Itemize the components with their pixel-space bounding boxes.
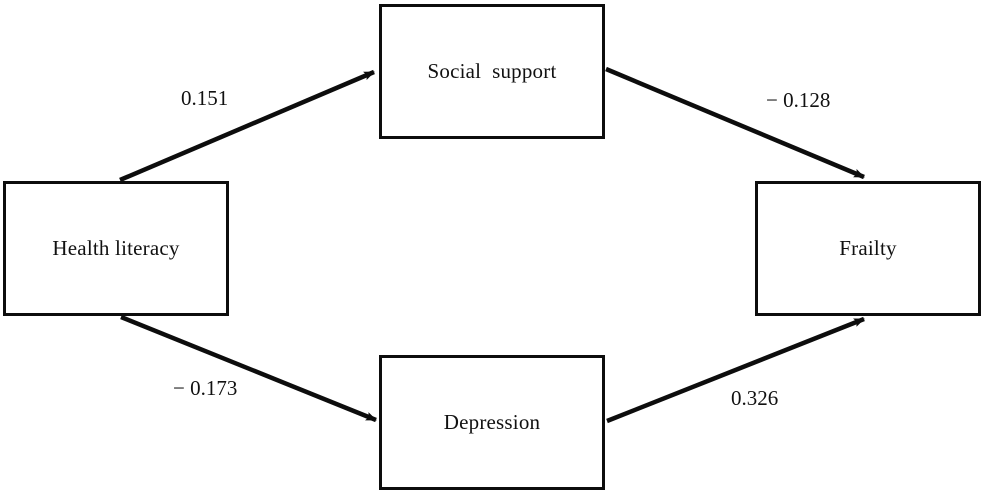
edge-social-support-to-frailty bbox=[605, 66, 865, 180]
edge-label-social-support-to-frailty: − 0.128 bbox=[766, 88, 831, 112]
node-social-support-label: Social support bbox=[427, 59, 557, 83]
edge-label-depression-to-frailty: 0.326 bbox=[731, 386, 779, 410]
edge-health-literacy-to-depression bbox=[120, 314, 377, 423]
node-social-support[interactable]: Social support bbox=[379, 4, 605, 139]
node-depression-label: Depression bbox=[443, 410, 541, 434]
node-frailty[interactable]: Frailty bbox=[755, 181, 981, 316]
node-health-literacy-label: Health literacy bbox=[52, 236, 180, 260]
edge-label-health-literacy-to-social-support: 0.151 bbox=[181, 86, 229, 110]
edge-health-literacy-to-social-support bbox=[119, 69, 375, 183]
edge-label-health-literacy-to-depression: − 0.173 bbox=[173, 376, 238, 400]
node-health-literacy[interactable]: Health literacy bbox=[3, 181, 229, 316]
node-depression[interactable]: Depression bbox=[379, 355, 605, 490]
node-frailty-label: Frailty bbox=[839, 236, 897, 260]
edge-depression-to-frailty bbox=[606, 316, 865, 424]
